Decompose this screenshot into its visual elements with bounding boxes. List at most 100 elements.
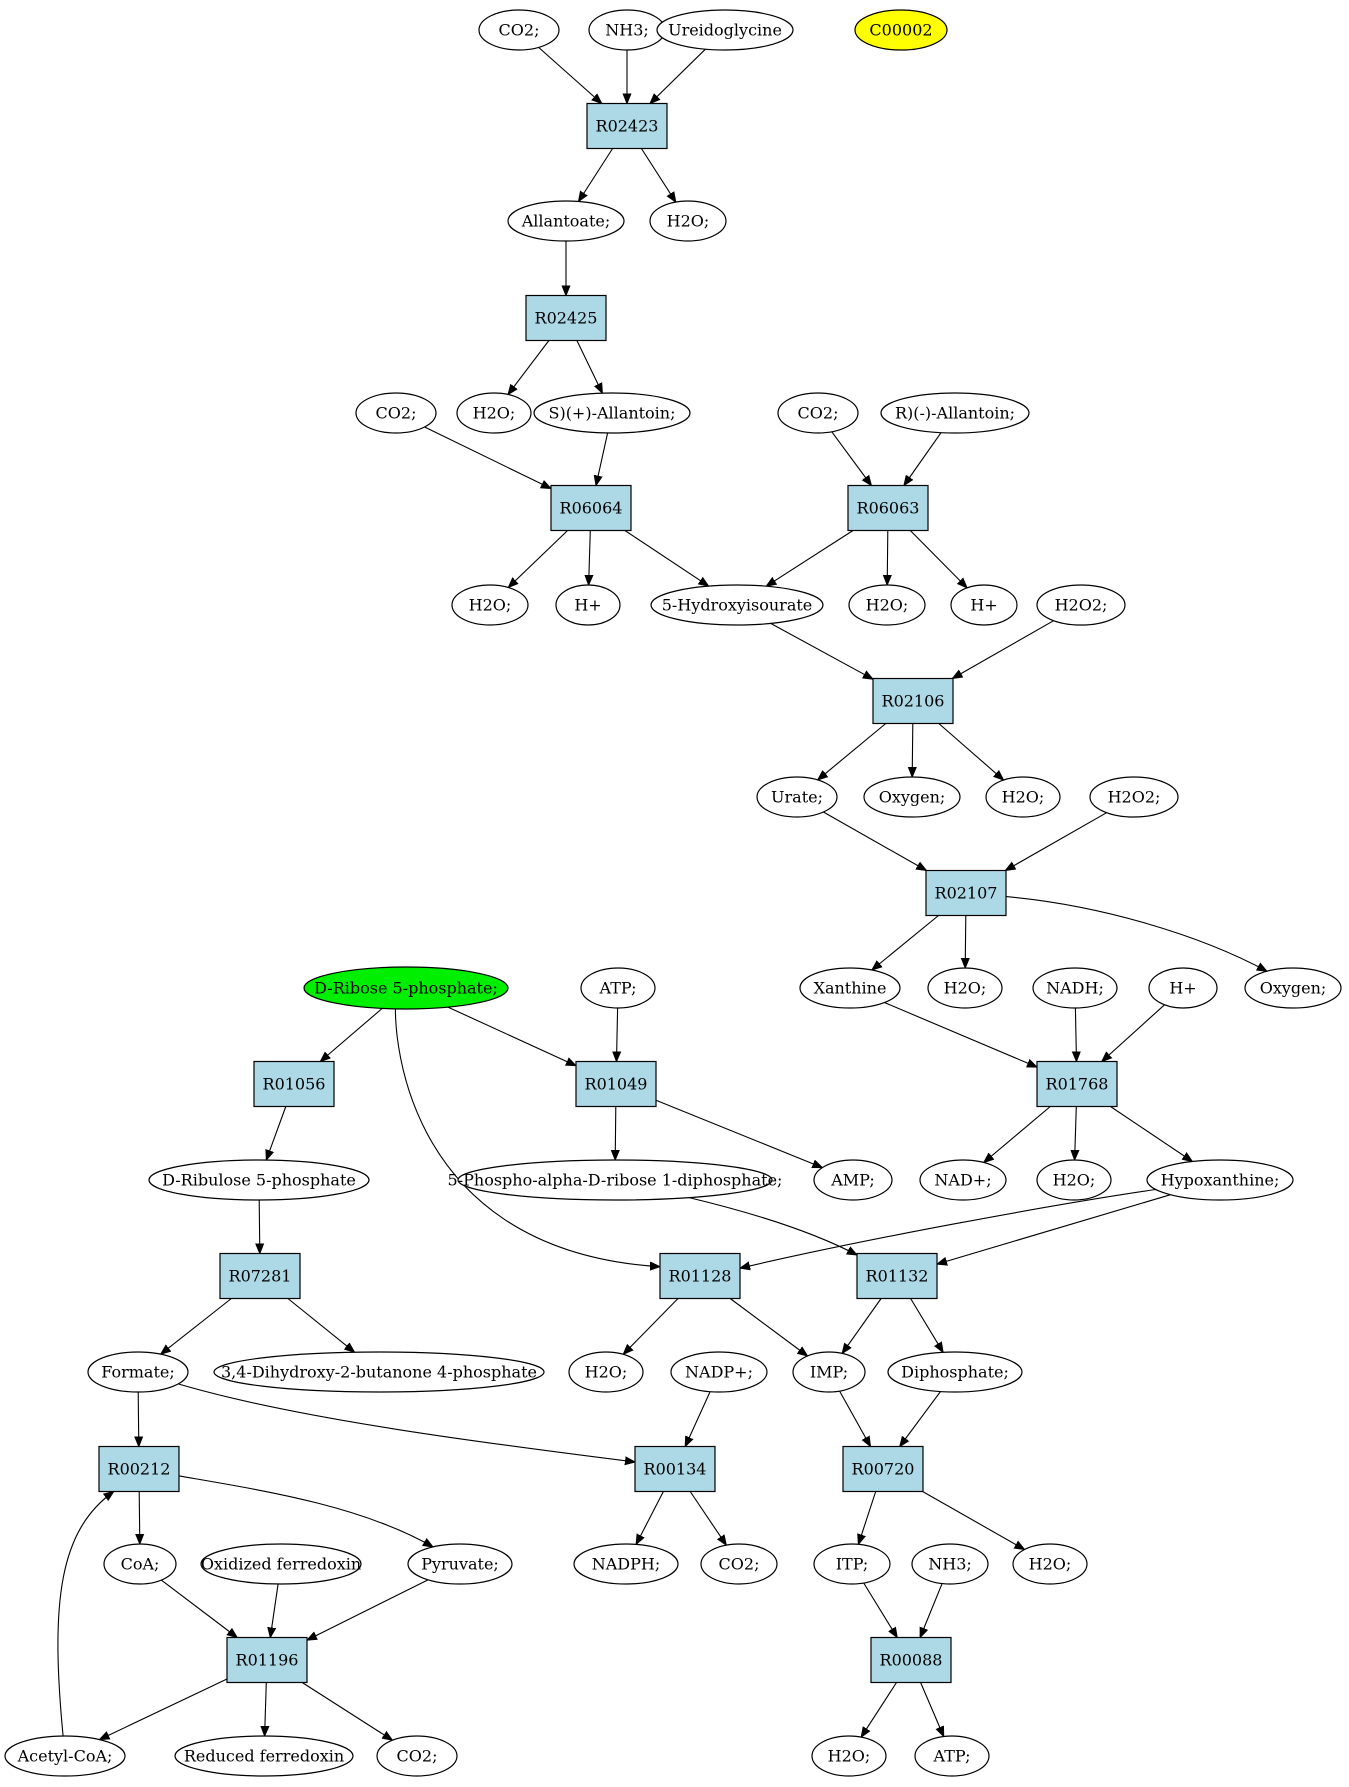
compound-node-h2o2_2[interactable]: H2O2; [1089,776,1179,818]
compound-node-nadh[interactable]: NADH; [1032,967,1118,1009]
reaction-box [575,1060,657,1108]
reaction-box [856,1252,938,1300]
compound-node-c00002[interactable]: C00002 [854,9,948,51]
reaction-node-R00212[interactable]: R00212 [98,1445,180,1493]
edge-s_allantoin-to-R06064 [596,432,609,486]
reaction-box [872,677,954,725]
node-label: R01132 [866,1267,929,1286]
reaction-box [226,1636,308,1684]
node-label: R06063 [857,499,920,518]
reaction-node-R00088[interactable]: R00088 [870,1636,952,1684]
edge-co2_3-to-R06063 [831,431,872,486]
reaction-node-R01132[interactable]: R01132 [856,1252,938,1300]
compound-node-urate[interactable]: Urate; [756,776,838,818]
compound-node-h2o_4[interactable]: H2O; [848,584,926,626]
compound-node-oxygen_2[interactable]: Oxygen; [1244,967,1342,1009]
reaction-node-R06064[interactable]: R06064 [550,484,632,532]
compound-node-h2o_7[interactable]: H2O; [1036,1159,1112,1201]
compound-node-h2o_9[interactable]: H2O; [1012,1543,1088,1585]
reaction-node-R07281[interactable]: R07281 [219,1252,301,1300]
compound-node-pyruvate[interactable]: Pyruvate; [407,1543,513,1585]
compound-node-diphosphate[interactable]: Diphosphate; [887,1351,1023,1393]
edge-R07281-to-dhbp [287,1298,355,1353]
compound-node-nh3_1[interactable]: NH3; [588,9,666,51]
compound-node-oxygen_1[interactable]: Oxygen; [863,776,961,818]
compound-node-co2_3[interactable]: CO2; [777,392,859,434]
reaction-node-R01049[interactable]: R01049 [575,1060,657,1108]
compound-node-acetylcoa[interactable]: Acetyl-CoA; [4,1735,126,1777]
node-label: Xanthine [814,979,887,998]
edge-R01049-to-amp [655,1099,822,1169]
reaction-node-R01768[interactable]: R01768 [1036,1060,1118,1108]
node-label: CO2; [397,1747,438,1766]
compound-node-atp_1[interactable]: ATP; [580,967,656,1009]
edge-R06063-to-hplus_2 [909,530,967,588]
compound-node-amp[interactable]: AMP; [813,1159,893,1201]
compound-ellipse [880,392,1030,434]
compound-node-nh3_2[interactable]: NH3; [911,1543,989,1585]
compound-node-h2o_10[interactable]: H2O; [811,1735,887,1777]
reaction-node-R01196[interactable]: R01196 [226,1636,308,1684]
compound-node-redfd[interactable]: Reduced ferredoxin [174,1735,354,1777]
compound-ellipse [792,1351,866,1393]
compound-ellipse [950,584,1018,626]
reaction-node-R02106[interactable]: R02106 [872,677,954,725]
node-label: CO2; [798,404,839,423]
compound-node-atp_2[interactable]: ATP; [914,1735,990,1777]
compound-node-co2_5[interactable]: CO2; [376,1735,458,1777]
compound-node-h2o_8[interactable]: H2O; [568,1351,644,1393]
compound-node-r_allantoin[interactable]: R)(-)-Allantoin; [880,392,1030,434]
edge-R02425-to-s_allantoin [576,340,603,394]
compound-node-hydroxyisourate[interactable]: 5-Hydroxyisourate [650,584,824,626]
compound-node-h2o_6[interactable]: H2O; [927,967,1003,1009]
reaction-node-R01128[interactable]: R01128 [659,1252,741,1300]
compound-node-s_allantoin[interactable]: S)(+)-Allantoin; [533,392,691,434]
compound-ellipse [580,967,656,1009]
reaction-node-R06063[interactable]: R06063 [847,484,929,532]
compound-node-ribose5p[interactable]: D-Ribose 5-phosphate; [303,966,509,1010]
compound-node-dhbp[interactable]: 3,4-Dihydroxy-2-butanone 4-phosphate [213,1351,545,1393]
compound-node-ureido[interactable]: Ureidoglycine [656,9,794,51]
edge-R01049-to-prpp [615,1106,616,1161]
compound-node-nadph[interactable]: NADPH; [573,1543,679,1585]
compound-node-co2_4[interactable]: CO2; [700,1543,778,1585]
compound-node-formate[interactable]: Formate; [87,1351,189,1393]
compound-node-hplus_3[interactable]: H+ [1148,967,1218,1009]
node-label: R02425 [535,309,598,328]
reaction-node-R02425[interactable]: R02425 [525,294,607,342]
compound-node-co2_2[interactable]: CO2; [355,392,437,434]
reaction-node-R00134[interactable]: R00134 [634,1445,716,1493]
compound-node-hypoxanthine[interactable]: Hypoxanthine; [1146,1159,1294,1201]
reaction-node-R00720[interactable]: R00720 [842,1445,924,1493]
compound-node-co2_1[interactable]: CO2; [478,9,560,51]
reaction-box [550,484,632,532]
compound-node-oxfd[interactable]: Oxidized ferredoxin [200,1543,362,1585]
compound-ellipse [911,1543,989,1585]
reaction-node-R02423[interactable]: R02423 [586,102,668,150]
compound-node-allantoate[interactable]: Allantoate; [507,200,625,242]
node-label: 3,4-Dihydroxy-2-butanone 4-phosphate [221,1363,537,1382]
compound-node-hplus_2[interactable]: H+ [950,584,1018,626]
compound-node-h2o2_1[interactable]: H2O2; [1036,584,1126,626]
reaction-node-R01056[interactable]: R01056 [253,1060,335,1108]
compound-node-hplus_1[interactable]: H+ [555,584,621,626]
compound-node-h2o_3[interactable]: H2O; [451,584,529,626]
compound-node-nadpplus[interactable]: NADP+; [670,1351,768,1393]
compound-node-ribulose5p[interactable]: D-Ribulose 5-phosphate [148,1159,370,1201]
compound-node-imp[interactable]: IMP; [792,1351,866,1393]
compound-node-h2o_1[interactable]: H2O; [649,200,727,242]
compound-node-coa[interactable]: CoA; [103,1543,177,1585]
reaction-node-R02107[interactable]: R02107 [925,869,1007,917]
compound-node-xanthine[interactable]: Xanthine [799,967,901,1009]
compound-node-prpp[interactable]: 5-Phospho-alpha-D-ribose 1-diphosphate; [448,1159,783,1201]
edge-oxfd-to-R01196 [270,1583,279,1638]
node-label: ITP; [836,1555,869,1574]
compound-node-h2o_2[interactable]: H2O; [456,392,532,434]
node-label: H+ [1169,979,1196,998]
edge-nadh-to-R01768 [1075,1007,1076,1062]
compound-node-h2o_5[interactable]: H2O; [985,776,1061,818]
compound-ellipse [148,1159,370,1201]
compound-node-nadplus_1[interactable]: NAD+; [919,1159,1007,1201]
compound-node-itp[interactable]: ITP; [813,1543,891,1585]
node-label: CO2; [376,404,417,423]
